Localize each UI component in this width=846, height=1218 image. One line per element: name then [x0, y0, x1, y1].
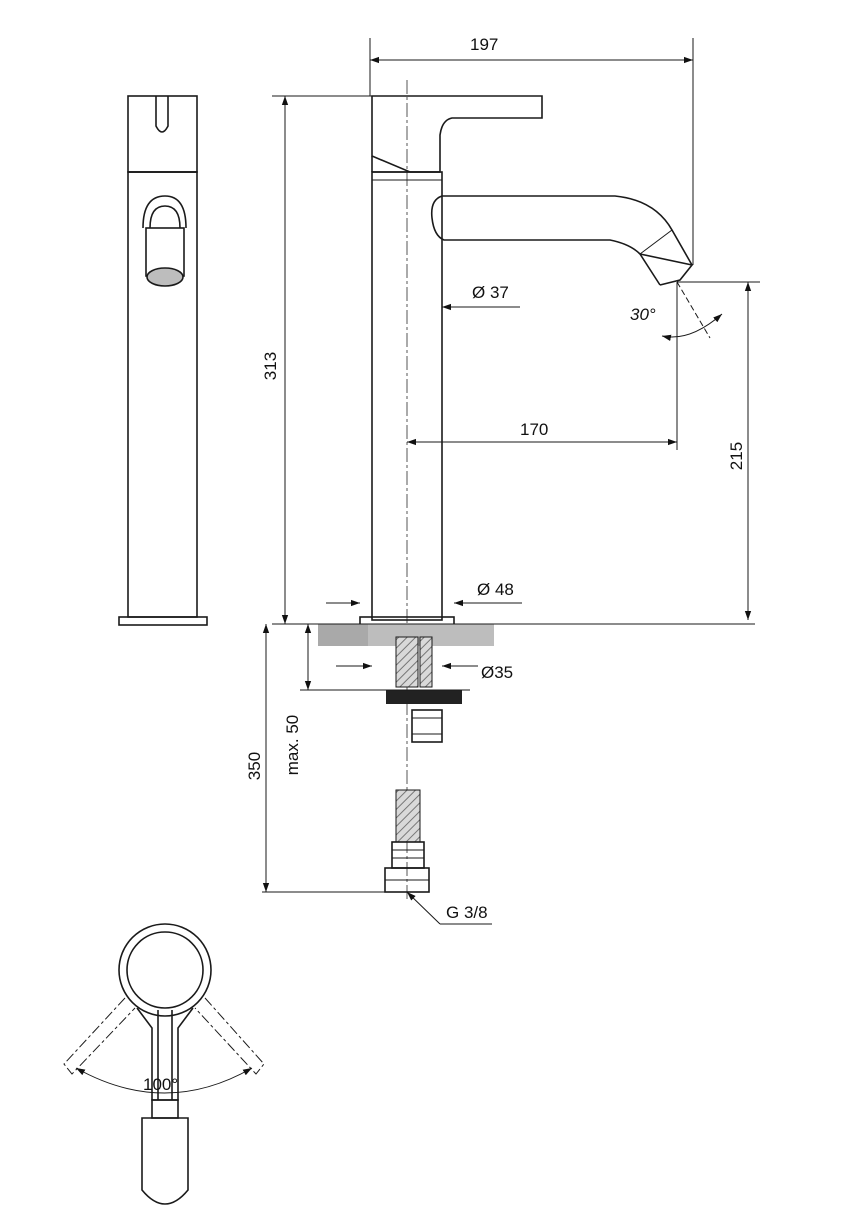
dimension-lines: [262, 38, 760, 925]
dim-thread-g38: G 3/8: [446, 903, 488, 922]
dim-diameter-37: Ø 37: [472, 283, 509, 302]
dim-reach-170: 170: [520, 420, 548, 439]
dim-max-50: max. 50: [283, 715, 302, 775]
dim-rotation-100: 100°: [143, 1075, 178, 1094]
dim-length-350: 350: [245, 752, 264, 780]
side-view: [118, 95, 208, 626]
dim-width-197: 197: [470, 35, 498, 54]
spout-outlet: [146, 267, 184, 287]
fixing-flange: [386, 690, 462, 704]
dim-height-313: 313: [261, 352, 280, 380]
front-view: [300, 80, 755, 900]
dim-diameter-35: Ø35: [481, 663, 513, 682]
dim-angle-30: 30°: [630, 305, 656, 324]
dim-diameter-48: Ø 48: [477, 580, 514, 599]
top-view: [63, 923, 265, 1205]
dim-height-215: 215: [727, 442, 746, 470]
